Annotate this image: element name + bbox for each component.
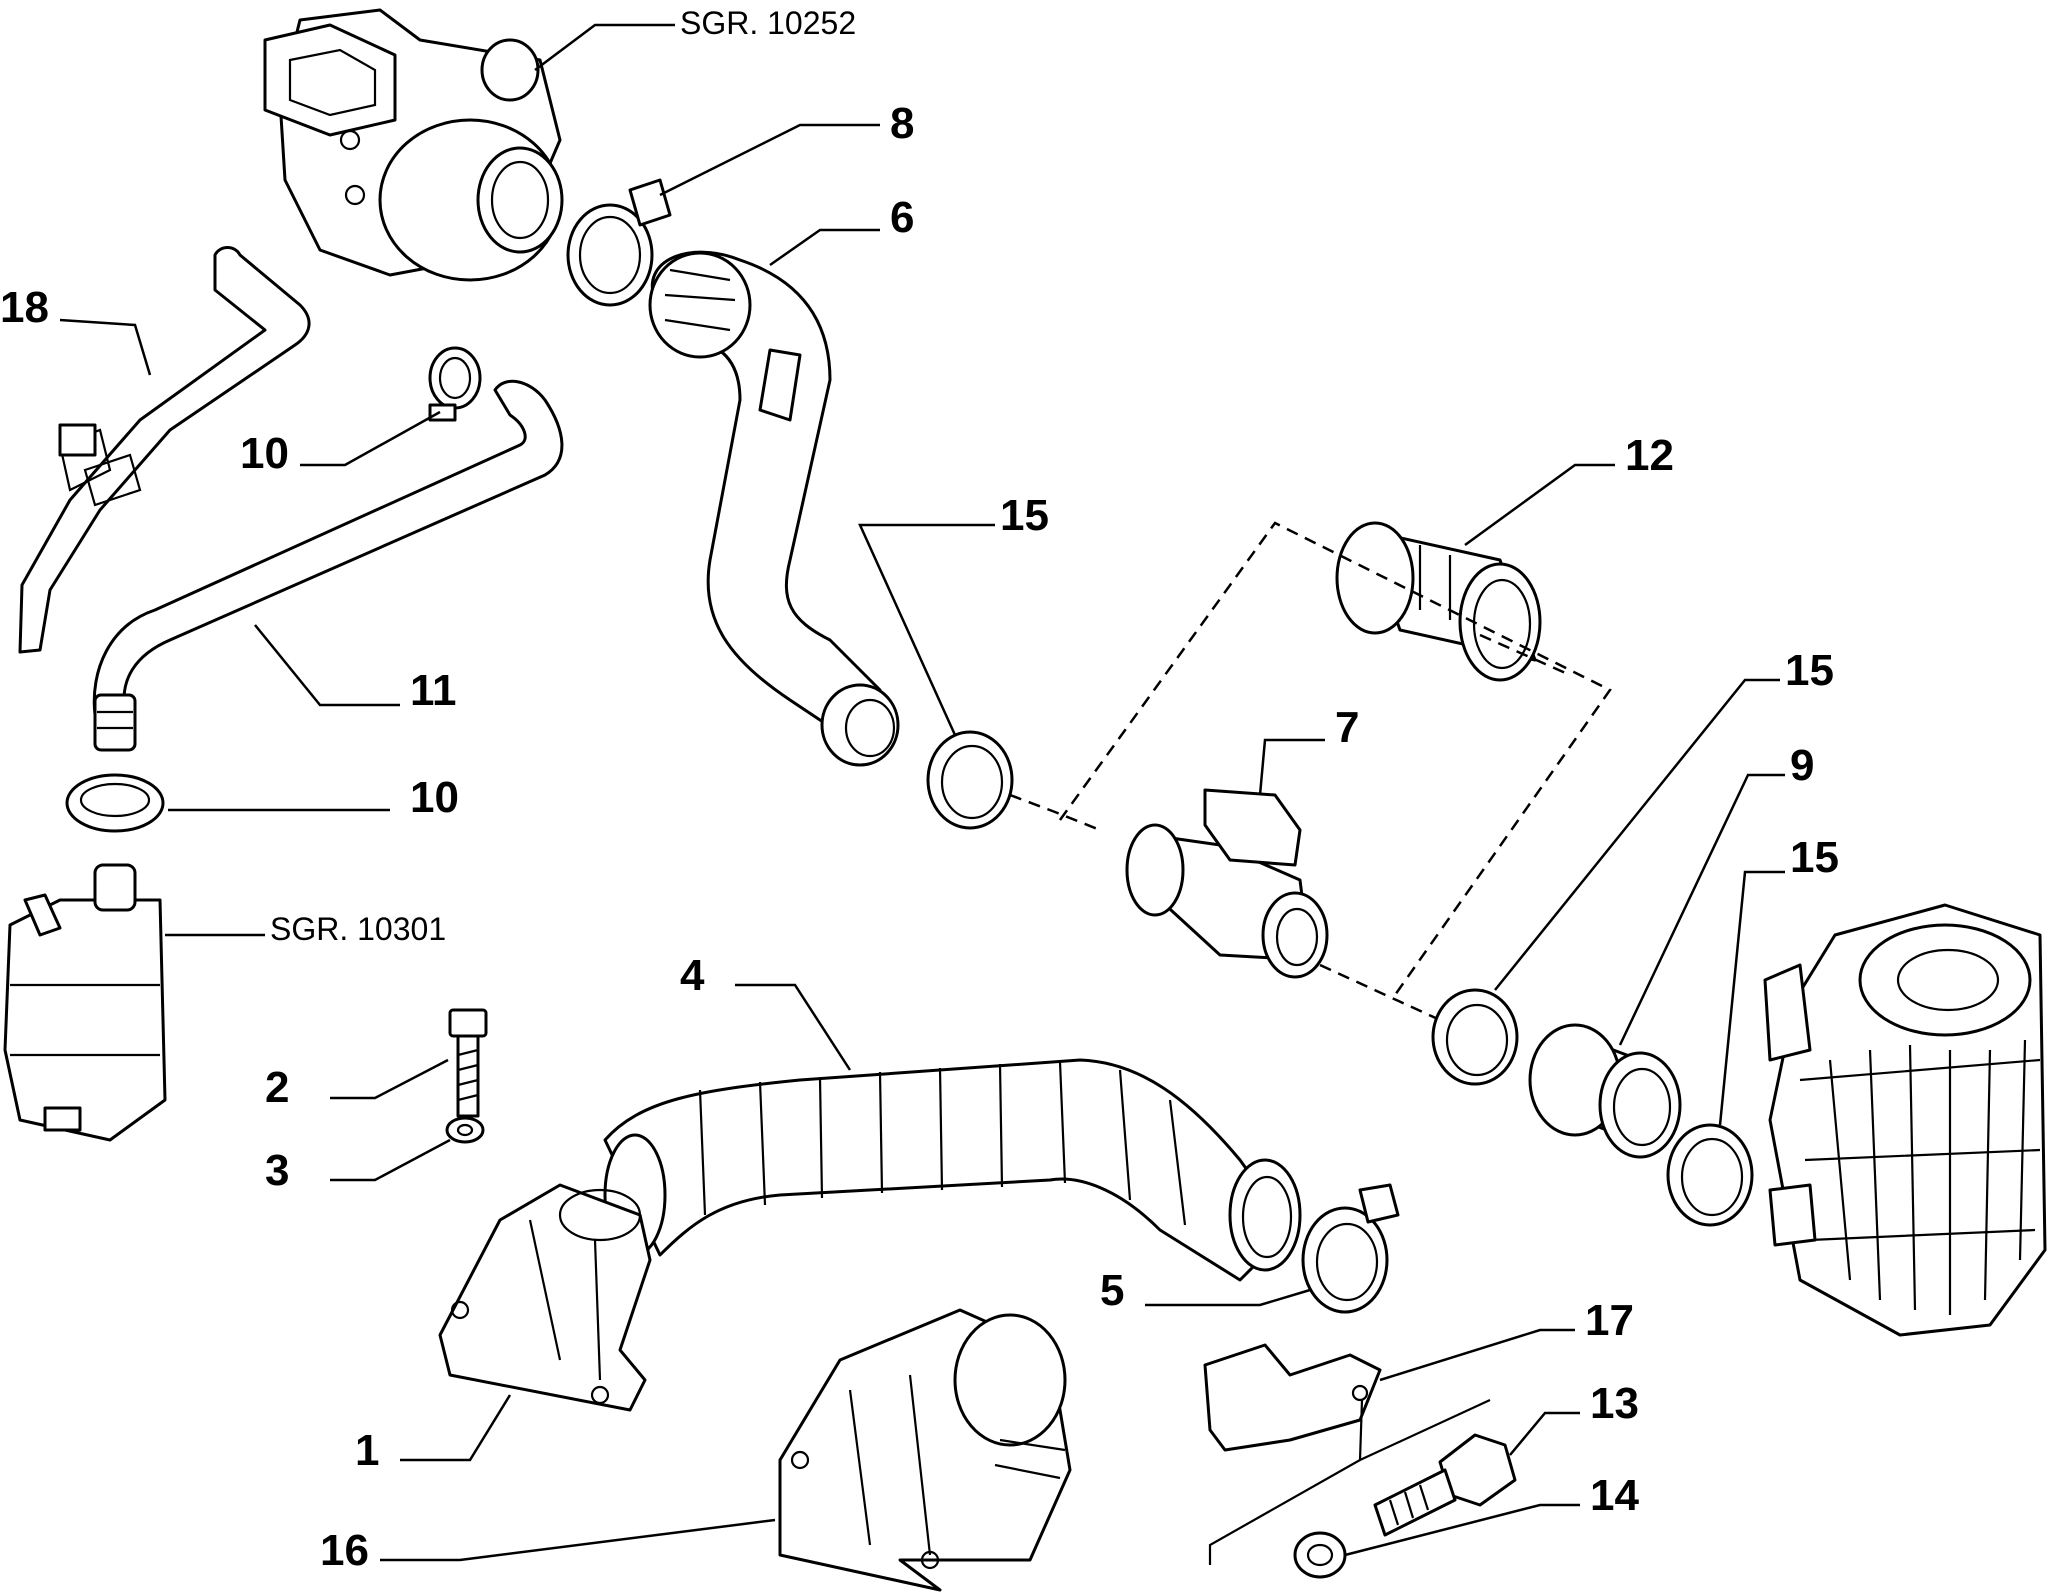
callout-13: 13 bbox=[1590, 1379, 1639, 1428]
turbo-reference-label: SGR. 10252 bbox=[680, 5, 856, 41]
part-14-washer: 14 bbox=[1293, 1471, 1639, 1579]
part-10-clamp-lower: 10 bbox=[65, 773, 459, 833]
callout-15-right: 15 bbox=[1785, 646, 1834, 695]
callout-17: 17 bbox=[1585, 1296, 1634, 1345]
callout-10-lower: 10 bbox=[410, 773, 459, 822]
turbocharger bbox=[263, 8, 564, 282]
part-15-clamp-far-right: 15 bbox=[1666, 833, 1839, 1227]
part-3-washer: 3 bbox=[265, 1116, 485, 1195]
callout-2: 2 bbox=[265, 1063, 289, 1112]
part-6-intake-hose: 6 bbox=[648, 193, 914, 767]
part-17-bracket: 17 bbox=[1203, 1296, 1634, 1565]
part-18-hose: 18 bbox=[0, 246, 311, 654]
part-4-corrugated-duct: 4 bbox=[603, 951, 1302, 1282]
coolant-tank: SGR. 10301 bbox=[3, 863, 446, 1142]
air-filter-housing bbox=[1763, 903, 2047, 1337]
part-15-clamp-right: 15 bbox=[1431, 646, 1834, 1086]
callout-15-mid: 15 bbox=[1000, 491, 1049, 540]
callout-10-upper: 10 bbox=[240, 429, 289, 478]
callout-16: 16 bbox=[320, 1526, 369, 1575]
tank-reference-label: SGR. 10301 bbox=[270, 911, 446, 947]
callout-4: 4 bbox=[680, 951, 705, 1000]
callout-7: 7 bbox=[1335, 703, 1359, 752]
callout-11: 11 bbox=[410, 666, 457, 715]
callout-9: 9 bbox=[1790, 741, 1814, 790]
alignment-lines bbox=[1009, 521, 1612, 1022]
part-11-long-hose: 11 bbox=[92, 379, 564, 752]
callout-5: 5 bbox=[1100, 1266, 1124, 1315]
callout-1: 1 bbox=[355, 1426, 379, 1475]
part-9-sleeve: 9 bbox=[1528, 741, 1814, 1159]
part-15-clamp-mid: 15 bbox=[858, 491, 1049, 830]
part-12-sleeve: 12 bbox=[1335, 431, 1674, 682]
part-2-bolt: 2 bbox=[265, 1008, 488, 1118]
part-1-elbow: 1 bbox=[355, 1183, 652, 1475]
callout-3: 3 bbox=[265, 1146, 289, 1195]
callout-14: 14 bbox=[1590, 1471, 1639, 1520]
part-10-clamp-upper: 10 bbox=[240, 346, 482, 478]
part-13-bolt: 13 bbox=[1373, 1379, 1639, 1537]
callout-6: 6 bbox=[890, 193, 914, 242]
callout-18: 18 bbox=[0, 283, 49, 332]
part-7-airflow-sensor: 7 bbox=[1125, 703, 1359, 979]
part-5-hose-clamp: 5 bbox=[1100, 1183, 1400, 1315]
callout-12: 12 bbox=[1625, 431, 1674, 480]
callout-8: 8 bbox=[890, 99, 914, 148]
turbo-reference: SGR. 10252 bbox=[534, 5, 856, 71]
part-8-hose-clamp: 8 bbox=[566, 99, 914, 307]
part-16-elbow: 16 bbox=[320, 1308, 1072, 1592]
callout-15-far-right: 15 bbox=[1790, 833, 1839, 882]
